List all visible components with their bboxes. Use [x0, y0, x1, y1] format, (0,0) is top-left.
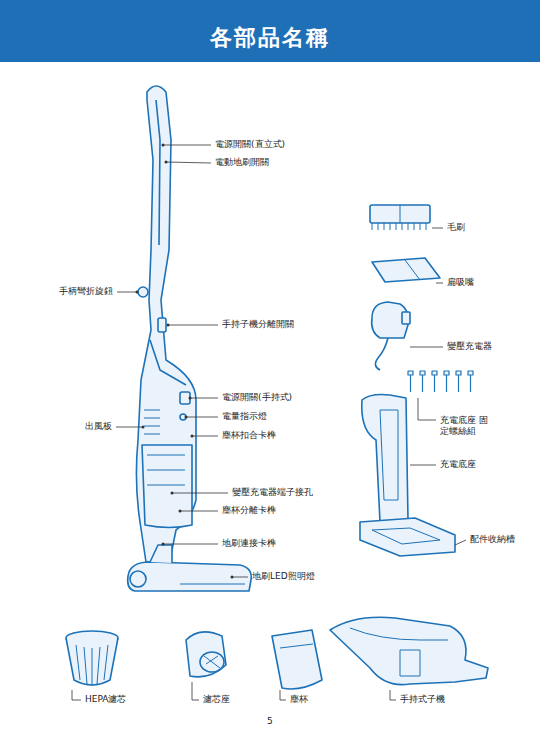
part-label: 變壓充電器端子接孔	[232, 487, 313, 498]
part-label: 配件收納槽	[470, 534, 515, 545]
part-label: 電量指示燈	[222, 411, 267, 422]
part-label: HEPA濾芯	[85, 694, 126, 705]
part-label: 濾芯座	[203, 694, 230, 705]
part-label: 出風板	[85, 421, 112, 432]
part-label: 扁吸嘴	[447, 277, 474, 288]
page-number: 5	[267, 716, 273, 727]
part-label: 地刷連接卡榫	[222, 538, 276, 549]
part-label: 地刷LED照明燈	[252, 571, 315, 582]
part-label: 手持子機分離開關	[222, 319, 294, 330]
part-label: 毛刷	[447, 222, 465, 233]
part-label: 塵杯扣合卡榫	[222, 430, 276, 441]
page-title: 各部品名稱	[210, 23, 330, 53]
part-label: 電動地刷開關	[215, 157, 269, 168]
part-label: 變壓充電器	[447, 341, 492, 352]
part-label: 塵杯分離卡榫	[222, 505, 276, 516]
part-label: 充電底座 固定螺絲組	[440, 415, 494, 438]
part-label: 手持式子機	[400, 694, 445, 705]
part-label: 充電底座	[440, 459, 476, 470]
part-label: 電源開關(直立式)	[215, 139, 285, 150]
part-label: 電源開關(手持式)	[222, 392, 292, 403]
part-label: 塵杯	[290, 694, 308, 705]
part-label: 手柄彎折旋鈕	[59, 286, 113, 297]
